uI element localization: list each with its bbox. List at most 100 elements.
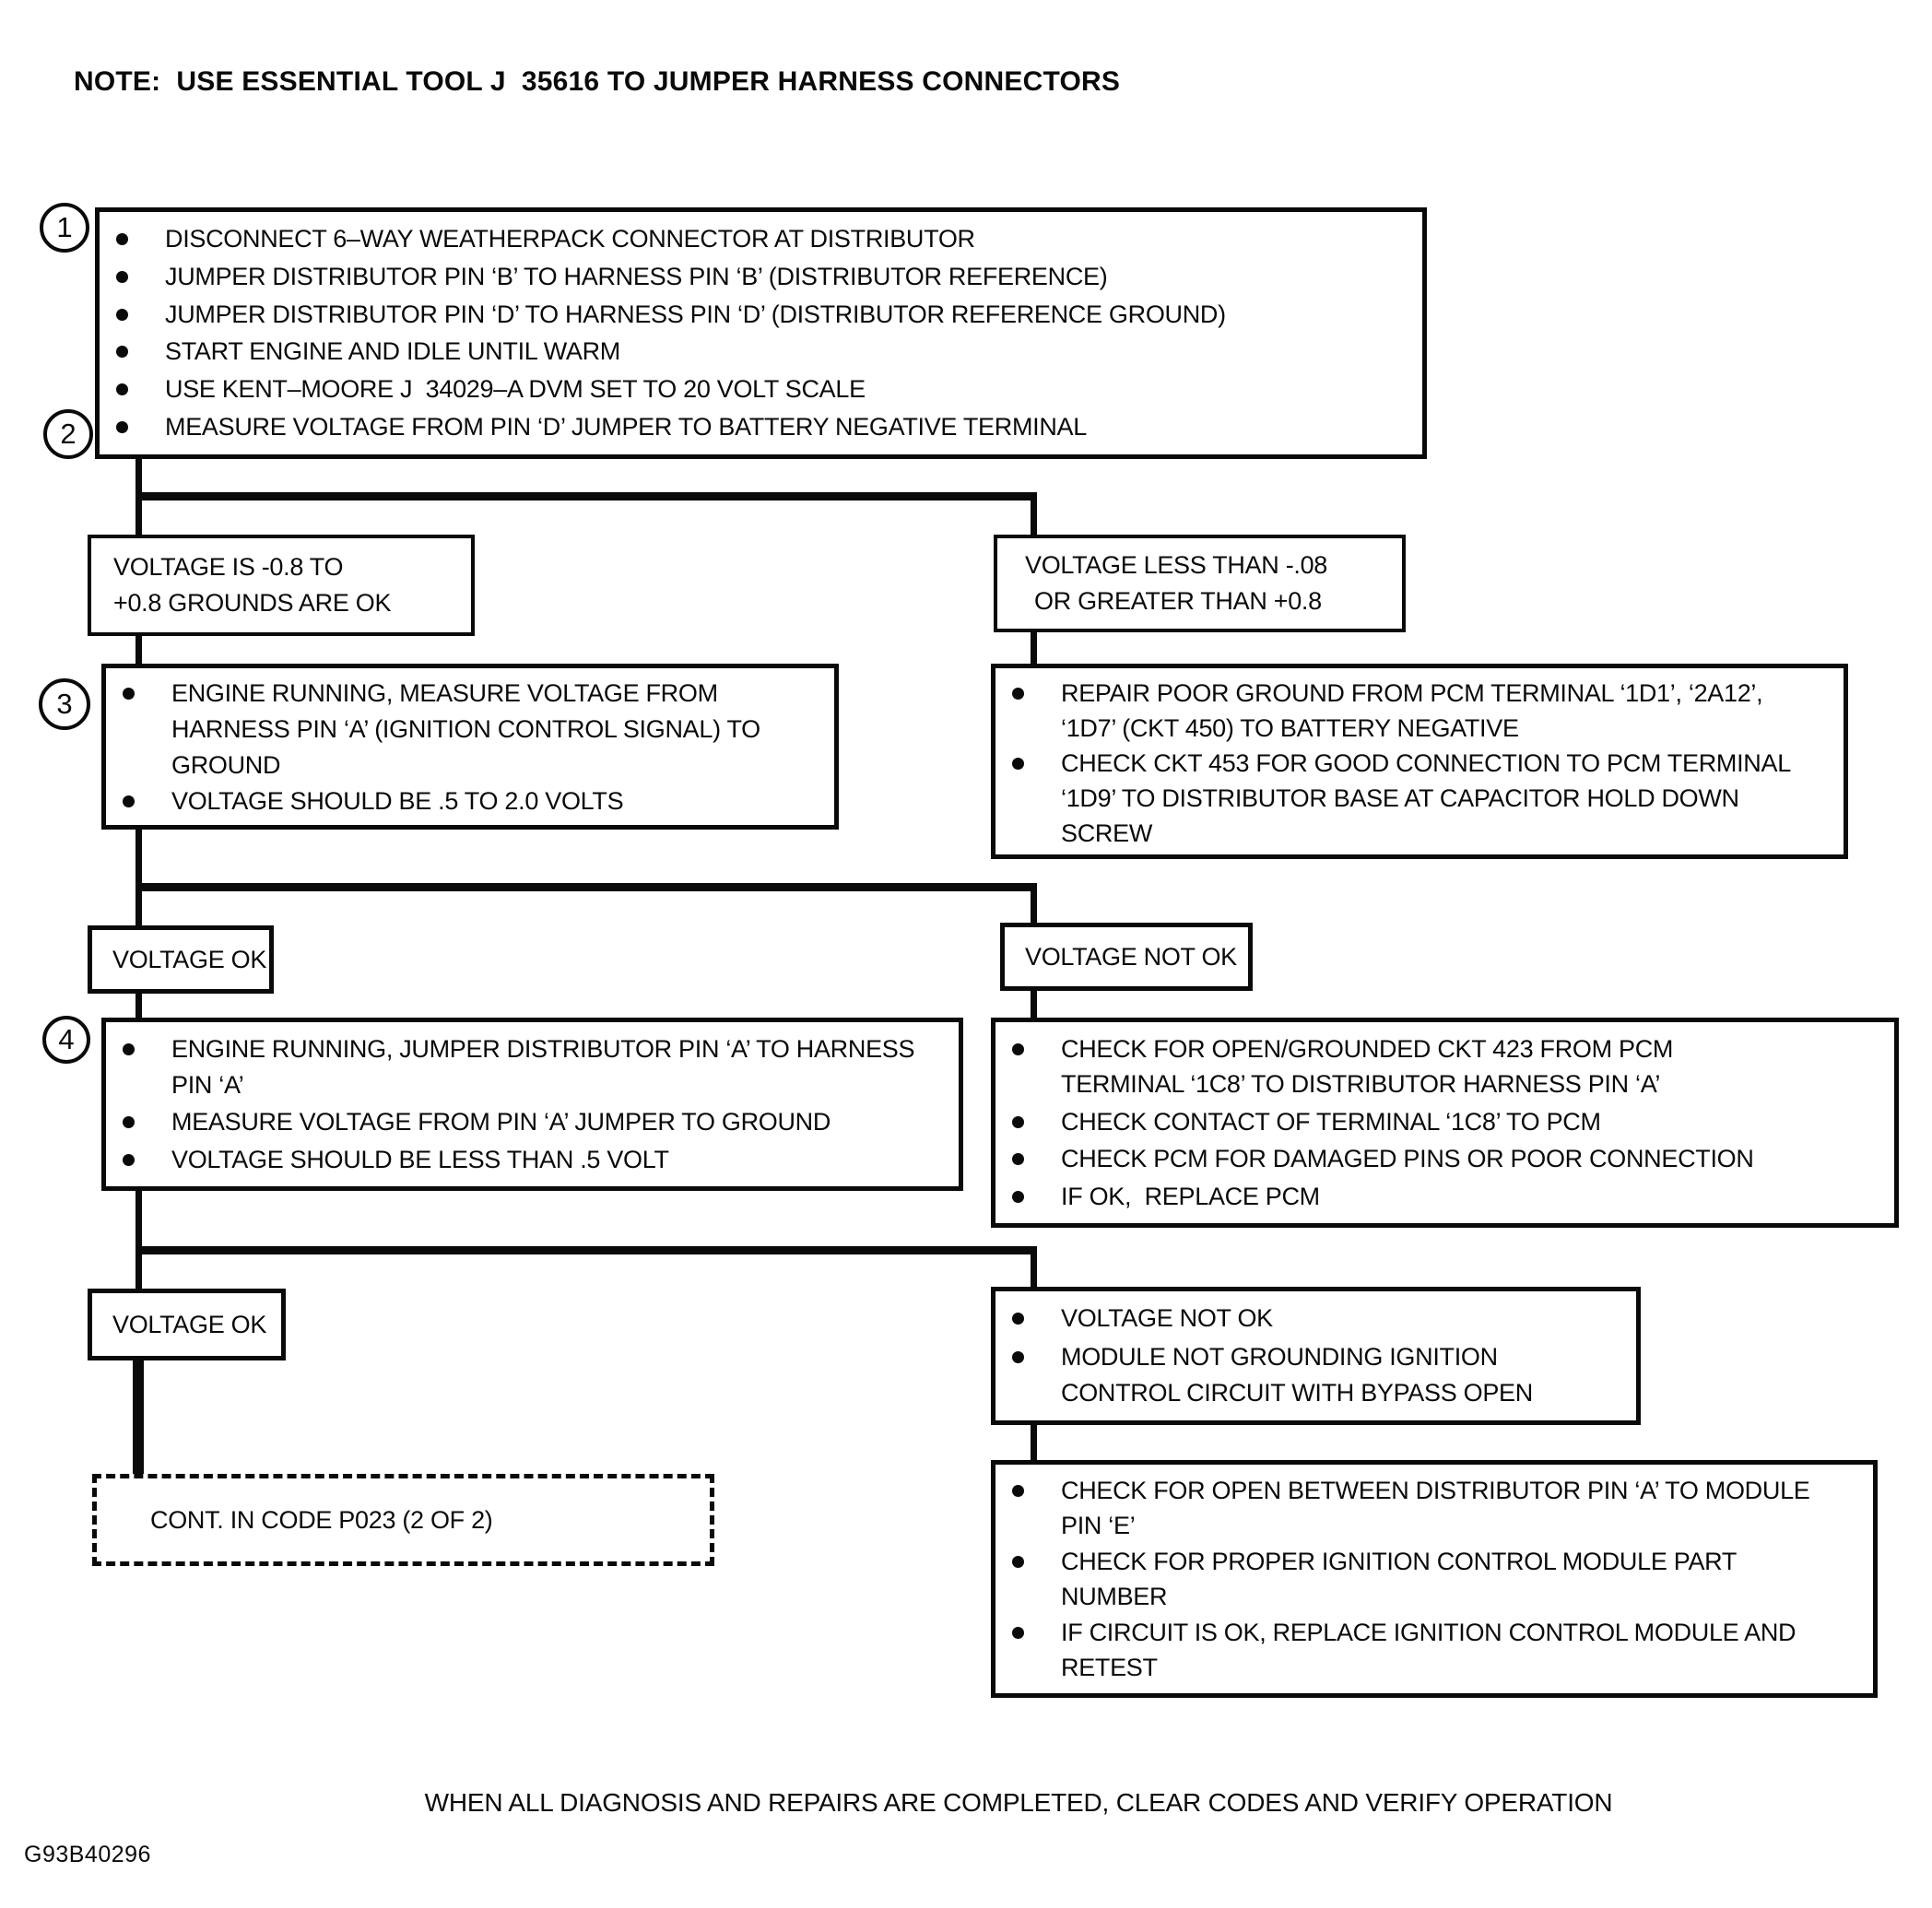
bullet-item: CHECK PCM FOR DAMAGED PINS OR POOR CONNE… <box>995 1141 1795 1176</box>
bullet-item: IF OK, REPLACE PCM <box>995 1179 1795 1214</box>
note-text: NOTE: USE ESSENTIAL TOOL J 35616 TO JUMP… <box>74 66 1121 97</box>
connector-line <box>135 1246 1037 1254</box>
bullet-item: CHECK CONTACT OF TERMINAL ‘1C8’ TO PCM <box>995 1104 1795 1139</box>
connector-line <box>135 992 142 1018</box>
bullet-text: CHECK PCM FOR DAMAGED PINS OR POOR CONNE… <box>1061 1145 1754 1173</box>
continuation-text: CONT. IN CODE P023 (2 OF 2) <box>150 1505 493 1534</box>
bullet-icon <box>116 421 128 434</box>
bullet-icon <box>1012 1313 1024 1325</box>
connector-line <box>1031 1423 1037 1460</box>
connector-line <box>135 634 142 664</box>
bullet-item: VOLTAGE SHOULD BE .5 TO 2.0 VOLTS <box>106 783 823 819</box>
bullet-text: MEASURE VOLTAGE FROM PIN ‘D’ JUMPER TO B… <box>165 413 1087 442</box>
step-marker-4: 4 <box>42 1016 90 1064</box>
bullet-text: CHECK FOR PROPER IGNITION CONTROL MODULE… <box>1061 1548 1743 1610</box>
bullet-item: ENGINE RUNNING, MEASURE VOLTAGE FROM HAR… <box>106 676 823 783</box>
measure-ic-signal-box: ENGINE RUNNING, MEASURE VOLTAGE FROM HAR… <box>101 664 839 830</box>
bullet-item: JUMPER DISTRIBUTOR PIN ‘B’ TO HARNESS PI… <box>100 259 1411 295</box>
check-ckt-423-box: CHECK FOR OPEN/GROUNDED CKT 423 FROM PCM… <box>991 1018 1899 1228</box>
bullet-item: VOLTAGE NOT OK <box>995 1301 1592 1337</box>
bullet-icon <box>1012 688 1024 700</box>
connector-line <box>135 492 1037 501</box>
connector-line <box>1031 1246 1037 1289</box>
bullet-icon <box>1012 1043 1024 1056</box>
bullet-item: REPAIR POOR GROUND FROM PCM TERMINAL ‘1D… <box>995 676 1808 746</box>
bullet-text: REPAIR POOR GROUND FROM PCM TERMINAL ‘1D… <box>1061 679 1770 742</box>
bullet-item: CHECK FOR PROPER IGNITION CONTROL MODULE… <box>995 1544 1827 1614</box>
decision-text: VOLTAGE NOT OK <box>1025 942 1237 971</box>
connector-line <box>135 883 1037 891</box>
bullet-icon <box>1012 1153 1024 1166</box>
decision-box-voltage-not-ok-1: VOLTAGE NOT OK <box>1000 923 1253 991</box>
bullet-text: MEASURE VOLTAGE FROM PIN ‘A’ JUMPER TO G… <box>171 1108 831 1136</box>
bullet-icon <box>1012 1115 1024 1128</box>
bullet-text: MODULE NOT GROUNDING IGNITION CONTROL CI… <box>1061 1342 1533 1407</box>
decision-box-voltage-ok-2: VOLTAGE OK <box>88 1289 286 1360</box>
bullet-icon <box>123 1042 135 1055</box>
bullet-item: CHECK CKT 453 FOR GOOD CONNECTION TO PCM… <box>995 746 1808 851</box>
bullet-icon <box>116 383 128 396</box>
check-module-box: CHECK FOR OPEN BETWEEN DISTRIBUTOR PIN ‘… <box>991 1460 1878 1698</box>
bullet-icon <box>123 795 135 807</box>
connector-line <box>1031 492 1037 536</box>
bullet-icon <box>123 1153 135 1166</box>
bullet-icon <box>1012 1485 1024 1497</box>
bullet-icon <box>116 270 128 283</box>
bullet-text: USE KENT–MOORE J 34029–A DVM SET TO 20 V… <box>165 375 866 404</box>
bullet-icon <box>1012 1350 1024 1363</box>
bullet-text: CHECK FOR OPEN BETWEEN DISTRIBUTOR PIN ‘… <box>1061 1477 1817 1539</box>
bullet-item: CHECK FOR OPEN/GROUNDED CKT 423 FROM PCM… <box>995 1031 1795 1101</box>
bullet-text: DISCONNECT 6–WAY WEATHERPACK CONNECTOR A… <box>165 224 975 253</box>
bullet-icon <box>123 688 135 700</box>
bullet-text: JUMPER DISTRIBUTOR PIN ‘B’ TO HARNESS PI… <box>165 262 1108 290</box>
bullet-item: USE KENT–MOORE J 34029–A DVM SET TO 20 V… <box>100 371 1411 407</box>
bullet-item: MEASURE VOLTAGE FROM PIN ‘A’ JUMPER TO G… <box>106 1104 920 1140</box>
bullet-text: START ENGINE AND IDLE UNTIL WARM <box>165 337 620 366</box>
decision-text: VOLTAGE OK <box>112 945 267 973</box>
decision-text: VOLTAGE IS -0.8 TO <box>113 553 344 581</box>
decision-text: VOLTAGE OK <box>112 1310 267 1338</box>
procedure-box: DISCONNECT 6–WAY WEATHERPACK CONNECTOR A… <box>95 207 1427 459</box>
bullet-item: MEASURE VOLTAGE FROM PIN ‘D’ JUMPER TO B… <box>100 409 1411 445</box>
bullet-icon <box>123 1116 135 1128</box>
bullet-item: JUMPER DISTRIBUTOR PIN ‘D’ TO HARNESS PI… <box>100 297 1411 333</box>
step-marker-2: 2 <box>43 409 93 459</box>
bullet-text: CHECK CONTACT OF TERMINAL ‘1C8’ TO PCM <box>1061 1107 1601 1136</box>
bullet-text: VOLTAGE NOT OK <box>1061 1304 1273 1333</box>
bullet-item: MODULE NOT GROUNDING IGNITION CONTROL CI… <box>995 1339 1592 1411</box>
bullet-item: ENGINE RUNNING, JUMPER DISTRIBUTOR PIN ‘… <box>106 1031 920 1103</box>
bullet-item: IF CIRCUIT IS OK, REPLACE IGNITION CONTR… <box>995 1615 1827 1685</box>
bullet-icon <box>1012 1627 1024 1639</box>
bullet-item: DISCONNECT 6–WAY WEATHERPACK CONNECTOR A… <box>100 221 1411 257</box>
bullet-text: VOLTAGE SHOULD BE LESS THAN .5 VOLT <box>171 1145 669 1173</box>
bullet-item: CHECK FOR OPEN BETWEEN DISTRIBUTOR PIN ‘… <box>995 1473 1827 1543</box>
figure-code: G93B40296 <box>24 1842 151 1867</box>
bullet-text: ENGINE RUNNING, MEASURE VOLTAGE FROM HAR… <box>171 679 768 779</box>
connector-line <box>1031 989 1037 1018</box>
decision-box-grounds-bad: VOLTAGE LESS THAN -.08 OR GREATER THAN +… <box>994 535 1406 632</box>
bullet-item: VOLTAGE SHOULD BE LESS THAN .5 VOLT <box>106 1142 920 1178</box>
bullet-text: ENGINE RUNNING, JUMPER DISTRIBUTOR PIN ‘… <box>171 1034 922 1099</box>
bullet-icon <box>116 346 128 359</box>
connector-line <box>1031 630 1037 664</box>
module-not-grounding-box: VOLTAGE NOT OK MODULE NOT GROUNDING IGNI… <box>991 1287 1641 1425</box>
decision-text: +0.8 GROUNDS ARE OK <box>113 589 392 617</box>
bullet-text: VOLTAGE SHOULD BE .5 TO 2.0 VOLTS <box>171 787 624 815</box>
bullet-text: IF CIRCUIT IS OK, REPLACE IGNITION CONTR… <box>1061 1619 1803 1681</box>
connector-line <box>135 828 142 929</box>
connector-line <box>133 1359 144 1478</box>
continuation-box: CONT. IN CODE P023 (2 OF 2) <box>92 1474 714 1566</box>
step-marker-1: 1 <box>40 203 89 253</box>
repair-ground-box: REPAIR POOR GROUND FROM PCM TERMINAL ‘1D… <box>991 664 1848 859</box>
connector-line <box>135 1189 142 1290</box>
step-marker-3: 3 <box>39 678 90 730</box>
bullet-text: CHECK CKT 453 FOR GOOD CONNECTION TO PCM… <box>1061 749 1797 847</box>
decision-box-voltage-ok-1: VOLTAGE OK <box>88 925 274 994</box>
decision-text: OR GREATER THAN +0.8 <box>1034 587 1322 615</box>
decision-box-grounds-ok: VOLTAGE IS -0.8 TO +0.8 GROUNDS ARE OK <box>88 535 475 636</box>
bullet-text: IF OK, REPLACE PCM <box>1061 1182 1320 1210</box>
jumper-pin-a-box: ENGINE RUNNING, JUMPER DISTRIBUTOR PIN ‘… <box>101 1018 963 1191</box>
bullet-icon <box>1012 1556 1024 1568</box>
bullet-icon <box>1012 1190 1024 1203</box>
